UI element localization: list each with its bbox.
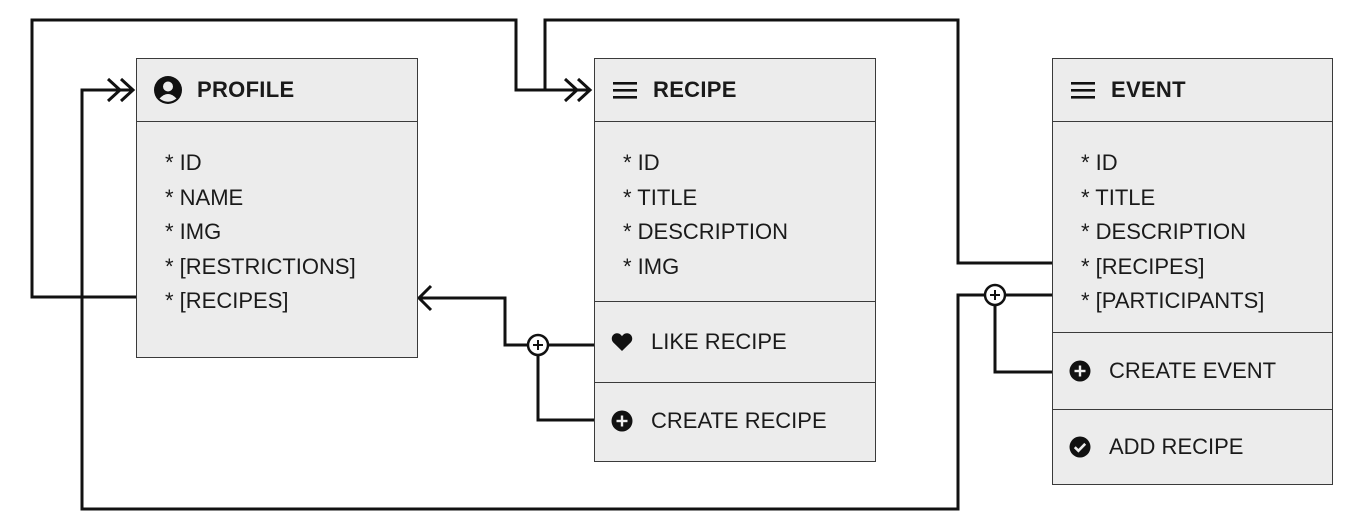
arrowhead-profile-1 (106, 77, 123, 103)
recipe-field: * TITLE (623, 184, 698, 210)
event-field: * ID (1081, 150, 1118, 175)
event-title: EVENT (1111, 77, 1186, 102)
event-field: * DESCRIPTION (1081, 219, 1247, 244)
recipe-entity: RECIPE * ID * TITLE * DESCRIPTION * IMG … (594, 58, 876, 462)
recipe-field: * IMG (623, 253, 680, 279)
event-field: * [PARTICIPANTS] (1081, 288, 1265, 313)
menu-icon (611, 79, 639, 101)
connector-profile-recipes-to-recipe (30, 18, 590, 299)
arrowhead-profile-2 (119, 77, 136, 103)
like-recipe-label: LIKE RECIPE (651, 329, 787, 354)
event-header: EVENT (1053, 59, 1332, 122)
recipe-fields: * ID * TITLE * DESCRIPTION * IMG (595, 122, 875, 302)
create-recipe-action[interactable]: CREATE RECIPE (595, 383, 875, 459)
plus-circle-icon (611, 410, 633, 432)
connector-event-recipes-to-recipe (543, 18, 1052, 265)
add-recipe-action[interactable]: ADD RECIPE (1053, 410, 1332, 484)
plus-circle-icon (1069, 360, 1091, 382)
recipe-field: * ID (623, 150, 660, 175)
arrowhead-recipe-1 (563, 77, 580, 103)
connector-event-participants-to-profile (80, 88, 1052, 511)
connector-event-create (993, 295, 1052, 374)
recipe-title: RECIPE (653, 77, 737, 102)
recipe-field: * DESCRIPTION (623, 219, 789, 244)
profile-field: * [RESTRICTIONS] (165, 253, 356, 279)
check-circle-icon (1069, 436, 1091, 458)
profile-header: PROFILE (137, 59, 417, 122)
add-recipe-label: ADD RECIPE (1109, 434, 1244, 459)
event-fields: * ID * TITLE * DESCRIPTION * [RECIPES] *… (1053, 122, 1332, 333)
arrowhead-recipe-2 (576, 77, 593, 103)
like-recipe-action[interactable]: LIKE RECIPE (595, 302, 875, 383)
event-field: * TITLE (1081, 184, 1156, 210)
profile-title: PROFILE (197, 77, 295, 102)
create-recipe-label: CREATE RECIPE (651, 408, 827, 433)
profile-field: * NAME (165, 184, 244, 210)
recipe-header: RECIPE (595, 59, 875, 122)
create-event-label: CREATE EVENT (1109, 358, 1277, 383)
profile-field: * IMG (165, 219, 222, 244)
connector-recipe-actions-to-profile (536, 343, 595, 422)
menu-icon (1069, 79, 1097, 101)
profile-fields: * ID * NAME * IMG * [RESTRICTIONS] * [RE… (137, 122, 417, 319)
connector-recipe-join-to-profile (420, 296, 538, 347)
profile-entity: PROFILE * ID * NAME * IMG * [RESTRICTION… (136, 58, 418, 358)
heart-icon (611, 332, 633, 352)
create-event-action[interactable]: CREATE EVENT (1053, 333, 1332, 410)
profile-field: * ID (165, 150, 202, 175)
event-field: * [RECIPES] (1081, 253, 1205, 279)
event-entity: EVENT * ID * TITLE * DESCRIPTION * [RECI… (1052, 58, 1333, 485)
account-circle-icon (153, 75, 183, 105)
arrowhead-profile-recipes (416, 284, 433, 312)
profile-field: * [RECIPES] (165, 288, 289, 313)
